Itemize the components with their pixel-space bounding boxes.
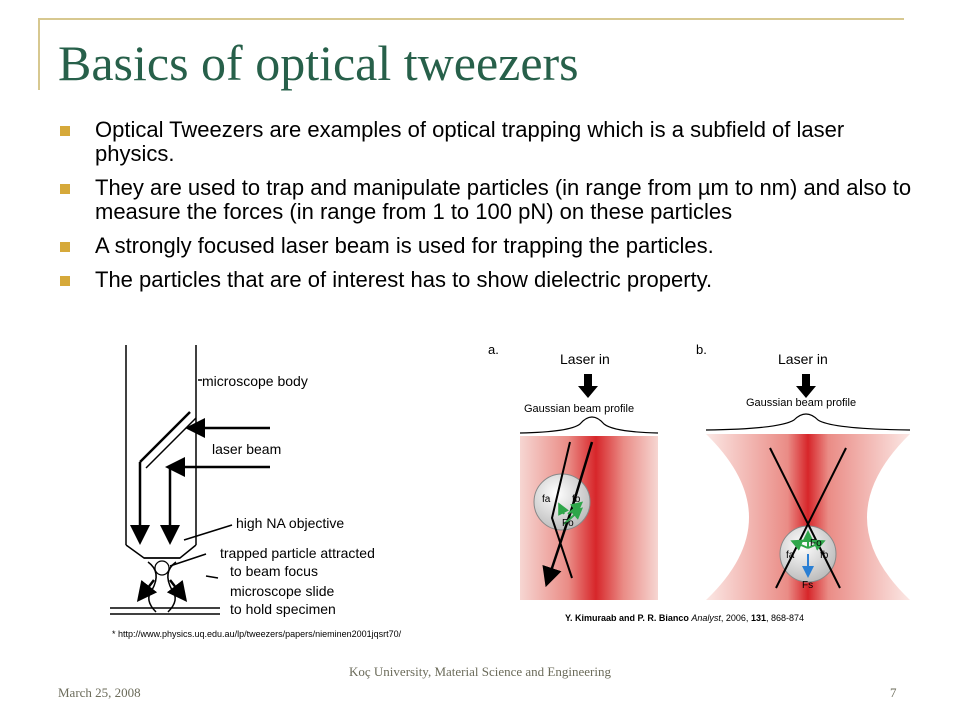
label-high-na-objective: high NA objective (236, 515, 344, 531)
bullet-text: Optical Tweezers are examples of optical… (95, 117, 845, 166)
label-laser-beam: laser beam (212, 441, 281, 457)
bullet-item: Optical Tweezers are examples of optical… (60, 118, 920, 166)
panel-b-profile: Gaussian beam profile (746, 397, 856, 409)
microscope-diagram: microscope body laser beam high NA objec… (110, 345, 375, 617)
frame-left-line (38, 18, 40, 90)
panel-a-laser-in: Laser in (560, 351, 610, 367)
label-microscope-body: microscope body (202, 373, 308, 389)
panel-b-label-fo: Fo (810, 538, 822, 549)
panel-b-waist-right (867, 434, 910, 600)
panel-a: a. Laser in Gaussian beam profile fa fb … (488, 342, 659, 600)
panel-b-waist-left (706, 434, 749, 600)
panel-a-label-fo: Fo (562, 518, 574, 529)
caption-pages: , 868-874 (765, 613, 804, 623)
trapped-particle (154, 560, 170, 576)
bullet-square-icon (60, 242, 70, 252)
panel-b-ray-1 (769, 447, 841, 589)
bullet-list: Optical Tweezers are examples of optical… (60, 118, 920, 302)
caption-volume: 131 (750, 613, 766, 623)
panel-a-laser-arrow-icon (578, 374, 598, 398)
figure-left-caption: * http://www.physics.uq.edu.au/lp/tweeze… (112, 629, 402, 639)
bullet-item: A strongly focused laser beam is used fo… (60, 234, 920, 258)
panel-b-label-fs: Fs (802, 580, 813, 591)
panel-a-label-fa: fa (542, 494, 551, 505)
bullet-item: They are used to trap and manipulate par… (60, 176, 920, 224)
panel-b-label-fb: fb (820, 550, 829, 561)
panel-b-gaussian-curve (705, 413, 911, 431)
bullet-text: They are used to trap and manipulate par… (95, 175, 912, 224)
label-trapped-particle-2: to beam focus (230, 563, 318, 579)
panel-a-gaussian-curve (519, 416, 659, 434)
bullet-text: A strongly focused laser beam is used fo… (95, 233, 714, 258)
footer-institution: Koç University, Material Science and Eng… (349, 664, 611, 679)
panel-b-arrow-fb (807, 539, 826, 551)
caption-journal: Analyst (691, 613, 721, 623)
panel-a-ray-1 (550, 441, 573, 579)
frame-top-line (38, 18, 904, 20)
bullet-square-icon (60, 126, 70, 136)
figure-right-caption: Y. Kimuraab and P. R. Bianco Analyst, 20… (565, 613, 804, 623)
caption-year: , 2006, (720, 613, 751, 623)
bullet-text: The particles that are of interest has t… (95, 267, 713, 292)
panel-b-arrow-fa (790, 539, 809, 551)
panel-b-laser-arrow-icon (796, 374, 816, 398)
slide-title: Basics of optical tweezers (58, 35, 579, 91)
bullet-square-icon (60, 184, 70, 194)
label-trapped-particle-1: trapped particle attracted (220, 545, 375, 561)
beam-arrows (130, 418, 270, 602)
panel-b: b. Laser in Gaussian beam profile fa fb … (696, 342, 911, 600)
panel-b-letter: b. (696, 342, 707, 357)
footer-date: March 25, 2008 (58, 685, 141, 700)
label-slide-1: microscope slide (230, 583, 334, 599)
panel-b-ray-2 (775, 447, 847, 589)
panel-a-letter: a. (488, 342, 499, 357)
panel-a-label-fb: fb (572, 494, 581, 505)
panel-a-arrow-fo (563, 507, 584, 525)
callout-lines (169, 379, 233, 579)
dichroic-mirror (139, 411, 197, 469)
panel-a-profile: Gaussian beam profile (524, 403, 634, 415)
panel-b-label-fa: fa (786, 550, 795, 561)
ray-optics-diagram: a. Laser in Gaussian beam profile fa fb … (488, 342, 911, 600)
panel-a-arrow-fa (558, 502, 569, 516)
bullet-item: The particles that are of interest has t… (60, 268, 920, 292)
panel-b-laser-in: Laser in (778, 351, 828, 367)
bullet-square-icon (60, 276, 70, 286)
footer-page-number: 7 (890, 685, 897, 700)
label-slide-2: to hold specimen (230, 601, 336, 617)
caption-authors: Y. Kimuraab and P. R. Bianco (565, 613, 689, 623)
